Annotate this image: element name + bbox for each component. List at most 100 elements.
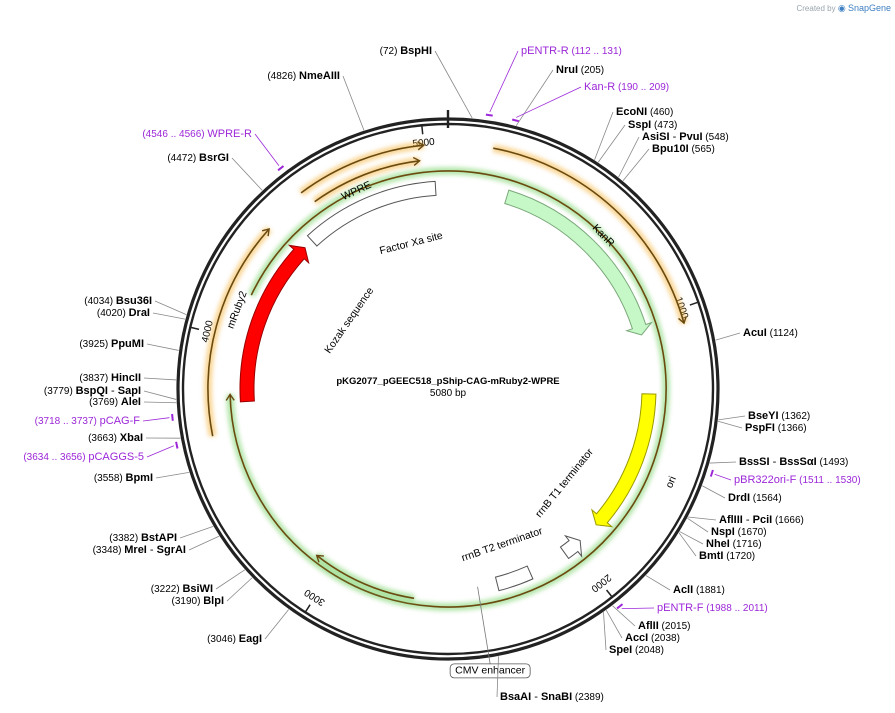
primer-leader bbox=[489, 50, 519, 113]
primer-range: (190 .. 209) bbox=[615, 82, 669, 93]
enzyme-site-bsaai[interactable]: BsaAI - SnaBI (2389) bbox=[496, 656, 604, 703]
enzyme-site-nspi[interactable]: NspI (1670) bbox=[687, 517, 767, 538]
enzyme-site-asisi[interactable]: AsiSI - PvuI (548) bbox=[618, 131, 729, 178]
enzyme-name: SapI bbox=[118, 385, 141, 397]
enzyme-site-afliii[interactable]: AflIII - PciI (1666) bbox=[687, 514, 804, 526]
primer-label: (3718 .. 3737) pCAG-F bbox=[35, 415, 141, 427]
enzyme-site-bsphi[interactable]: (72) BspHI bbox=[380, 45, 473, 119]
tick-mark bbox=[305, 604, 311, 612]
enzyme-position: (473) bbox=[651, 120, 677, 131]
primer-pcaggs-5[interactable]: (3634 .. 3656) pCAGGS-5 bbox=[23, 441, 179, 463]
label-cmv-enhancer: CMV enhancer bbox=[449, 586, 531, 679]
enzyme-site-bmti[interactable]: BmtI (1720) bbox=[678, 532, 755, 562]
primer-name: pCAG-F bbox=[100, 415, 141, 427]
primer-name: pBR322ori-F bbox=[734, 474, 797, 486]
label-factor-xa-site: Factor Xa site bbox=[378, 230, 444, 258]
enzyme-label: (3348) MreI - SgrAI bbox=[93, 544, 186, 556]
enzyme-leader bbox=[603, 612, 607, 651]
enzyme-site-bpu10i[interactable]: Bpu10I (565) bbox=[622, 143, 715, 182]
enzyme-site-alei[interactable]: (3769) AleI bbox=[89, 396, 177, 408]
enzyme-site-bsssi[interactable]: BssSI - BssSαI (1493) bbox=[709, 456, 849, 468]
enzyme-name: BlpI bbox=[203, 595, 224, 607]
enzyme-position: (565) bbox=[689, 144, 715, 155]
tick-mark bbox=[191, 326, 200, 331]
enzyme-position: (4020) bbox=[97, 308, 129, 319]
small-label-text: Kozak sequence bbox=[322, 285, 376, 356]
enzyme-leader bbox=[154, 300, 187, 315]
enzyme-label: BsaAI - SnaBI (2389) bbox=[500, 691, 604, 703]
enzyme-site-nhei[interactable]: NheI (1716) bbox=[679, 531, 762, 550]
enzyme-site-acci[interactable]: AccI (2038) bbox=[605, 610, 680, 644]
enzyme-site-econi[interactable]: EcoNI (460) bbox=[594, 106, 674, 160]
feature-rrnb-t1-terminator[interactable]: rrnB T1 terminator bbox=[533, 446, 596, 560]
enzyme-leader bbox=[678, 532, 697, 557]
primer-kan-r[interactable]: Kan-R (190 .. 209) bbox=[511, 81, 669, 123]
enzyme-label: (3382) BstAPI bbox=[109, 532, 177, 544]
primer-mark bbox=[175, 441, 179, 449]
enzyme-site-nmeaiii[interactable]: (4826) NmeAIII bbox=[267, 70, 365, 131]
enzyme-label: (3779) BspQI - SapI bbox=[44, 385, 141, 397]
enzyme-site-eagi[interactable]: (3046) EagI bbox=[207, 609, 289, 645]
primer-range: (3634 .. 3656) bbox=[23, 452, 88, 463]
enzyme-site-pspfi[interactable]: PspFI (1366) bbox=[717, 420, 807, 434]
enzyme-name: AcuI bbox=[743, 327, 767, 339]
enzyme-leader bbox=[622, 148, 650, 182]
enzyme-site-bsrgi[interactable]: (4472) BsrGI bbox=[167, 152, 263, 191]
primer-layer: pENTR-R (112 .. 131)Kan-R (190 .. 209) pB… bbox=[23, 45, 860, 614]
enzyme-leader bbox=[143, 401, 177, 404]
enzyme-position: (4034) bbox=[84, 296, 116, 307]
feature-ori[interactable]: ori bbox=[591, 393, 679, 528]
enzyme-label: BseYI (1362) bbox=[748, 410, 810, 422]
enzyme-leader bbox=[226, 577, 253, 602]
enzyme-name: Bsu36I bbox=[116, 295, 152, 307]
feature-rrnb-t2-terminator[interactable]: rrnB T2 terminator bbox=[460, 525, 545, 592]
primer-pcag-f[interactable]: (3718 .. 3737) pCAG-F bbox=[35, 413, 174, 427]
enzyme-leader bbox=[715, 332, 741, 341]
enzyme-site-bsu36i[interactable]: (4034) Bsu36I bbox=[84, 295, 187, 315]
primer-pentr-r[interactable]: pENTR-R (112 .. 131) bbox=[485, 45, 622, 117]
enzyme-site-drai[interactable]: (4020) DraI bbox=[97, 307, 186, 320]
enzyme-site-bsiwi[interactable]: (3222) BsiWI bbox=[151, 569, 246, 595]
enzyme-leader bbox=[618, 136, 640, 178]
enzyme-site-drdi[interactable]: DrdI (1564) bbox=[702, 485, 782, 504]
enzyme-leader bbox=[143, 390, 177, 400]
enzyme-site-mrei[interactable]: (3348) MreI - SgrAI bbox=[93, 535, 220, 556]
primer-label: pENTR-F (1988 .. 2011) bbox=[657, 602, 768, 614]
enzyme-position: (72) bbox=[380, 46, 401, 57]
enzyme-site-bspqi[interactable]: (3779) BspQI - SapI bbox=[44, 385, 177, 400]
feature-label: rrnB T2 terminator bbox=[460, 525, 545, 564]
arc-annotation bbox=[492, 144, 688, 325]
enzyme-site-acli[interactable]: AclI (1881) bbox=[645, 575, 725, 596]
enzyme-site-xbai[interactable]: (3663) XbaI bbox=[88, 432, 181, 444]
enzyme-site-bstapi[interactable]: (3382) BstAPI bbox=[109, 525, 214, 544]
feature-shape bbox=[306, 180, 437, 247]
primer-pbr322ori-f[interactable]: pBR322ori-F (1511 .. 1530) bbox=[709, 469, 861, 486]
enzyme-site-nrui[interactable]: NruI (205) bbox=[515, 64, 604, 126]
enzyme-name: NspI bbox=[711, 526, 735, 538]
enzyme-site-ppumi[interactable]: (3925) PpuMI bbox=[79, 338, 179, 351]
primer-leader bbox=[146, 445, 174, 458]
enzyme-label: SpeI (2048) bbox=[609, 644, 664, 656]
feature-shape bbox=[494, 565, 534, 592]
enzyme-name: NheI bbox=[706, 538, 730, 550]
enzyme-site-acui[interactable]: AcuI (1124) bbox=[715, 327, 798, 341]
enzyme-site-bpmi[interactable]: (3558) BpmI bbox=[94, 472, 190, 484]
enzyme-site-sspi[interactable]: SspI (473) bbox=[597, 119, 677, 163]
enzyme-site-bseyi[interactable]: BseYI (1362) bbox=[718, 410, 810, 422]
arc-annotation bbox=[298, 141, 426, 197]
primer-label: (3634 .. 3656) pCAGGS-5 bbox=[23, 451, 144, 463]
enzyme-site-blpi[interactable]: (3190) BlpI bbox=[172, 577, 253, 607]
enzyme-site-spei[interactable]: SpeI (2048) bbox=[603, 612, 664, 656]
enzyme-name: EagI bbox=[239, 633, 262, 645]
enzyme-leader bbox=[605, 610, 623, 639]
enzyme-label: AflII (2015) bbox=[638, 620, 690, 632]
enzyme-site-aflii[interactable]: AflII (2015) bbox=[612, 605, 690, 632]
primer-pentr-f[interactable]: pENTR-F (1988 .. 2011) bbox=[616, 602, 768, 614]
enzyme-site-hincii[interactable]: (3837) HincII bbox=[79, 372, 177, 384]
enzyme-label: BmtI (1720) bbox=[699, 550, 755, 562]
enzyme-leader bbox=[687, 517, 709, 533]
plasmid-size: 5080 bp bbox=[430, 388, 467, 399]
primer-wpre-r[interactable]: (4546 .. 4566) WPRE-R bbox=[142, 128, 285, 172]
primer-mark bbox=[277, 165, 285, 172]
enzyme-name: AleI bbox=[121, 396, 141, 408]
